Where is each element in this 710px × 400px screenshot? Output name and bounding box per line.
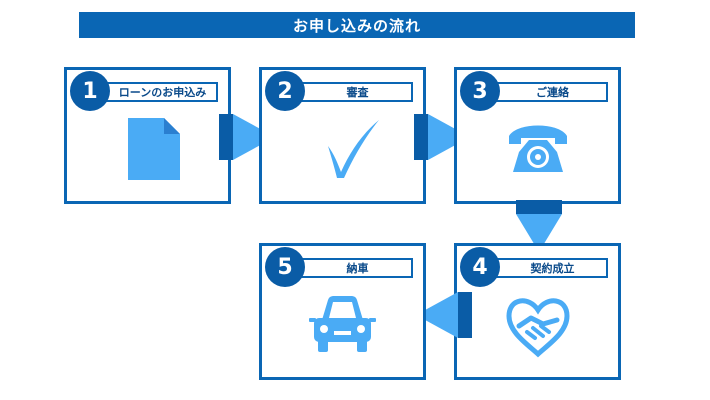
step-2-label: 審査 [296, 82, 413, 102]
document-icon [128, 118, 180, 180]
step-1-label: ローンのお申込み [101, 82, 218, 102]
step-5-number: 5 [265, 247, 305, 287]
arrow-right-icon [219, 114, 275, 160]
step-1-box: ローンのお申込み 1 [64, 67, 231, 204]
step-3-label: ご連絡 [491, 82, 608, 102]
arrow-down-icon [516, 200, 562, 252]
step-5-box: 納車 5 [259, 243, 426, 380]
arrow-left-icon [416, 292, 472, 338]
handshake-heart-icon [506, 298, 570, 358]
step-3-box: ご連絡 3 [454, 67, 621, 204]
step-4-label: 契約成立 [491, 258, 608, 278]
car-icon [309, 296, 376, 352]
step-1-number: 1 [70, 71, 110, 111]
step-3-number: 3 [460, 71, 500, 111]
step-2-box: 審査 2 [259, 67, 426, 204]
step-4-box: 契約成立 4 [454, 243, 621, 380]
step-4-number: 4 [460, 247, 500, 287]
step-5-label: 納車 [296, 258, 413, 278]
page-title: お申し込みの流れ [79, 12, 635, 38]
arrow-right-icon [414, 114, 470, 160]
step-2-number: 2 [265, 71, 305, 111]
checkmark-icon [328, 120, 379, 178]
telephone-icon [509, 125, 567, 172]
